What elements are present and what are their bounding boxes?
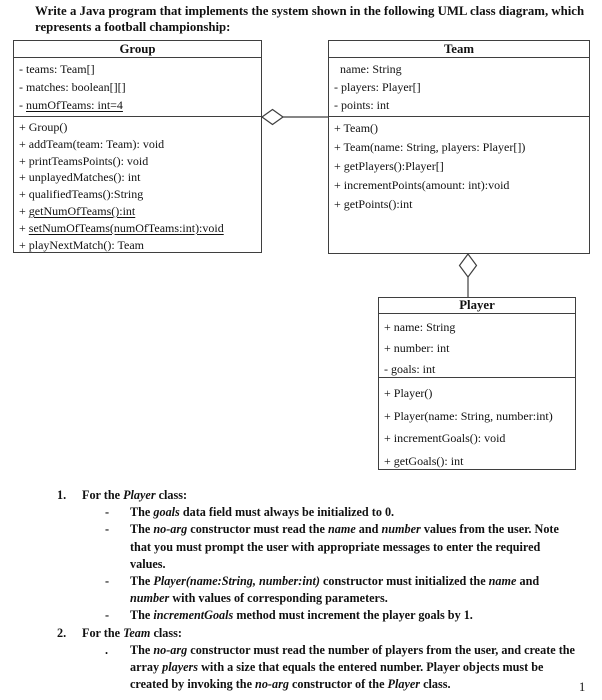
assignment-title-line2: represents a football championship: [35,20,231,34]
uml-class-team-methods: + Team() + Team(name: String, players: Pl… [329,117,589,214]
uml-method: + addTeam(team: Team): void [19,136,165,151]
uml-attribute: - teams: Team[] [19,62,95,76]
list-item: - The Player(name:String, number:int) con… [105,573,579,607]
question-heading: 1. For the Player class: [57,487,579,504]
uml-class-player-methods: + Player() + Player(name: String, number:… [379,378,575,473]
uml-method: + getPlayers():Player[] [334,159,444,173]
uml-method: + getGoals(): int [384,454,464,469]
uml-attribute: - players: Player[] [334,80,421,94]
aggregation-diamond-team [458,252,478,279]
uml-method: + getNumOfTeams():int [19,203,136,218]
question-number: 1. [57,488,67,502]
uml-method: + incrementPoints(amount: int):void [334,178,510,192]
question-number: 2. [57,625,67,640]
uml-attribute: - goals: int [384,362,436,376]
uml-attribute: - numOfTeams: int=4 [19,98,123,112]
page-number: 1 [579,680,586,694]
question-heading-text: For the Player class: [82,488,188,502]
uml-method: + Player() [384,386,433,400]
uml-class-player-attributes: + name: String + number: int - goals: int [379,314,575,378]
list-item-bullet: . [105,642,109,657]
list-item: . The no-arg constructor must read the nu… [105,642,579,694]
uml-method: + Team() [334,121,379,135]
uml-method: + Player(name: String, number:int) [384,408,553,423]
uml-method: + playNextMatch(): Team [19,237,144,252]
uml-attribute: + number: int [384,341,450,355]
assignment-title: Write a Java program that implements the… [35,3,584,35]
uml-attribute: - points: int [334,98,390,112]
uml-class-group: Group - teams: Team[] - matches: boolean[… [13,40,262,253]
uml-class-team-title: Team [329,41,589,58]
uml-method: + Team(name: String, players: Player[]) [334,140,526,154]
list-item: - The incrementGoals method must incremen… [105,607,579,624]
list-item-text: The no-arg constructor must read the nam… [130,522,559,571]
uml-class-group-methods: + Group() + addTeam(team: Team): void + pr… [14,117,261,253]
requirements-list: 1. For the Player class: - The goals data f… [57,487,579,693]
list-item-text: The incrementGoals method must increment… [130,608,473,623]
aggregation-diamond-group [260,108,285,126]
uml-attribute: - matches: boolean[][] [19,80,126,94]
question-heading-text: For the Team class: [82,625,182,640]
assignment-title-line1: Write a Java program that implements the… [35,4,585,18]
uml-class-group-attributes: - teams: Team[] - matches: boolean[][] - n… [14,58,261,117]
uml-class-team-attributes: name: String - players: Player[] - points:… [329,58,589,117]
uml-class-team: Team name: String - players: Player[] - po… [328,40,590,254]
uml-class-player: Player + name: String + number: int - goal… [378,297,576,470]
uml-method: + getPoints():int [334,197,413,211]
list-item: - The goals data field must always be ini… [105,504,579,521]
list-item-bullet: - [105,505,110,520]
list-item-text: The no-arg constructor must read the num… [130,642,575,692]
uml-method: + printTeamsPoints(): void [19,153,149,168]
uml-class-player-title: Player [379,298,575,314]
uml-class-group-title: Group [14,41,261,58]
uml-method: + unplayedMatches(): int [19,170,141,185]
uml-attribute: + name: String [384,320,456,334]
uml-method: + Group() [19,120,68,134]
list-item-text: The goals data field must always be init… [130,505,395,520]
uml-method: + incrementGoals(): void [384,431,506,446]
list-item-text: The Player(name:String, number:int) cons… [130,574,540,606]
list-item: - The no-arg constructor must read the na… [105,521,579,573]
uml-method: + setNumOfTeams(numOfTeams:int):void [19,220,224,235]
list-item-bullet: - [105,608,110,623]
list-item-bullet: - [105,522,110,537]
list-item-bullet: - [105,574,110,589]
uml-attribute: name: String [334,62,402,76]
question-heading: 2. For the Team class: [57,625,579,642]
uml-method: + qualifiedTeams():String [19,187,144,202]
